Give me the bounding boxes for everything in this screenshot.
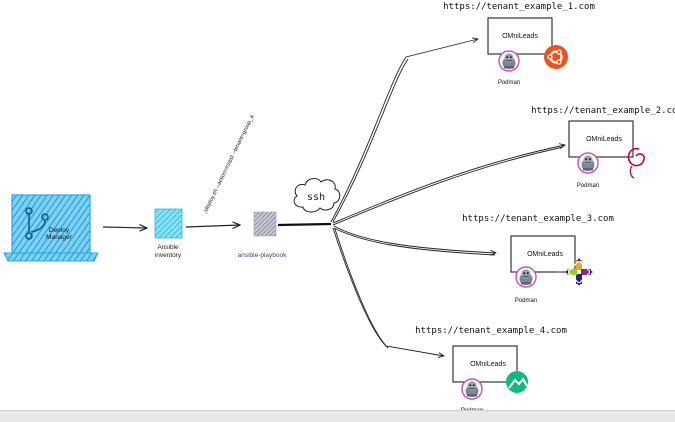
centos-icon [557, 258, 593, 286]
tenant-2-url: https://tenant_example_2.com [531, 106, 675, 116]
ansible-playbook-label: ansible-playbook [238, 252, 288, 259]
inventory-label-line1: Ansible [157, 244, 179, 251]
podman-icon [515, 266, 537, 288]
bottom-bar [0, 410, 675, 422]
branch-arrows [330, 39, 565, 356]
tenant-2-node: https://tenant_example_2.com OMniLeads P… [531, 106, 675, 189]
tenant-3-runtime-label: Podman [515, 298, 537, 304]
arrow-inventory-to-playbook [185, 225, 240, 227]
arrow-to-tenant-2 [332, 145, 565, 224]
deploy-command-text: ./deploy.sh --action=install --tenant=gr… [202, 113, 256, 214]
deploy-manager-label-line2: Manager [46, 234, 72, 241]
tenant-2-app-label: OMniLeads [586, 136, 622, 143]
ansible-inventory-node: Ansible inventory [154, 208, 183, 259]
tenant-1-url: https://tenant_example_1.com [443, 2, 595, 12]
git-branch-icon [25, 207, 49, 240]
arrow-to-tenant-4 [332, 227, 444, 356]
podman-icon [461, 378, 483, 400]
tenant-4-app-label: OMniLeads [470, 361, 506, 368]
tenant-3-url: https://tenant_example_3.com [462, 214, 614, 224]
tenant-3-app-label: OMniLeads [527, 251, 563, 258]
tenant-3-node: https://tenant_example_3.com OMniLeads P… [462, 214, 614, 304]
arrow-to-tenant-3 [333, 225, 496, 253]
podman-icon [498, 50, 520, 72]
inventory-label-line2: inventory [155, 252, 182, 259]
rocky-linux-icon [506, 371, 528, 393]
deploy-manager-label-line1: Deploy [49, 227, 70, 234]
tenant-4-node: https://tenant_example_4.com OMniLeads P… [415, 326, 567, 414]
podman-icon [577, 152, 599, 174]
arrow-manager-to-inventory [102, 227, 147, 228]
arrow-to-tenant-1 [330, 39, 478, 223]
ubuntu-icon [544, 45, 568, 69]
tenant-2-runtime-label: Podman [577, 183, 599, 189]
tenant-4-url: https://tenant_example_4.com [415, 326, 567, 336]
tenant-1-runtime-label: Podman [498, 80, 520, 86]
tenant-1-app-label: OMniLeads [502, 33, 538, 40]
ansible-playbook-node: ansible-playbook [238, 211, 288, 259]
ssh-cloud: ssh [293, 177, 341, 213]
tenant-1-node: https://tenant_example_1.com OMniLeads P… [443, 2, 595, 86]
deploy-manager-node: Deploy Manager [3, 194, 99, 262]
ssh-label: ssh [307, 192, 325, 203]
connector-playbook-to-hub [277, 222, 332, 227]
debian-icon [627, 147, 645, 179]
